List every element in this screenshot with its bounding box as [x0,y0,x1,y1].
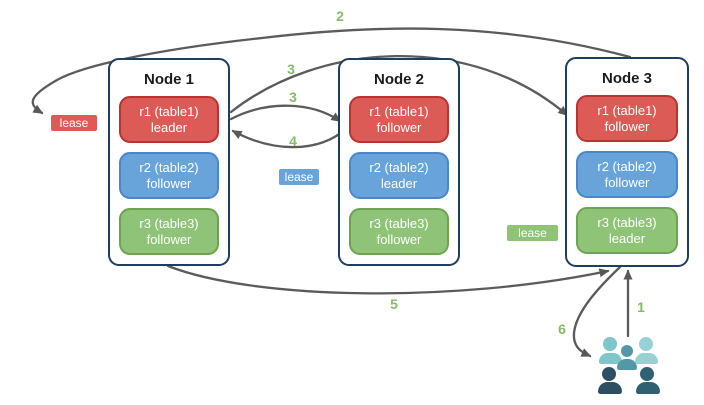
arrow-3-node2 [229,104,342,123]
step-3b-label: 3 [289,89,297,105]
replica-role-label: leader [380,175,418,191]
replica-role-label: follower [604,174,650,190]
replica-role-label: leader [608,230,646,246]
person-middle-body-icon [617,359,637,370]
lease-green-badge: lease [505,223,560,243]
node-3-replica-r1: r1 (table1)follower [576,95,678,142]
lease-blue-badge: lease [277,167,321,187]
node-1-title: Node 1 [143,71,194,88]
person-top-right-body-icon [635,353,658,364]
node-2-replica-r2: r2 (table2)leader [349,152,449,199]
arrow-5 [166,264,610,295]
replica-name-label: r3 (table3) [597,214,657,230]
replica-role-label: follower [376,119,422,135]
step-5-label: 5 [390,296,398,312]
replica-role-label: follower [376,231,422,247]
person-middle-head-icon [621,345,633,357]
replica-name-label: r1 (table1) [597,102,657,118]
replica-name-label: r3 (table3) [369,215,429,231]
node-3-replica-r3: r3 (table3)leader [576,207,678,254]
replica-name-label: r2 (table2) [597,158,657,174]
step-4-label: 4 [289,133,297,149]
node-1-replica-r1: r1 (table1)leader [119,96,219,143]
node-1-replica-r3: r3 (table3)follower [119,208,219,255]
step-6-label: 6 [558,321,566,337]
step-3a-label: 3 [287,61,295,77]
step-2-label: 2 [336,8,344,24]
replica-role-label: follower [604,118,650,134]
person-bottom-right-body-icon [636,382,660,394]
step-1-label: 1 [637,299,645,315]
replica-name-label: r2 (table2) [139,159,199,175]
replica-name-label: r1 (table1) [369,103,429,119]
lease-red-badge: lease [49,113,99,133]
person-top-right-head-icon [639,337,653,351]
node-2-replica-r3: r3 (table3)follower [349,208,449,255]
person-bottom-left-body-icon [598,382,622,394]
person-bottom-right-head-icon [640,367,654,381]
person-bottom-left-head-icon [602,367,616,381]
person-top-left-body-icon [599,353,622,364]
replica-name-label: r3 (table3) [139,215,199,231]
person-top-left-head-icon [603,337,617,351]
replica-role-label: follower [146,231,192,247]
replica-name-label: r1 (table1) [139,103,199,119]
node-2-replica-r1: r1 (table1)follower [349,96,449,143]
replica-role-label: leader [150,119,188,135]
node-3-replica-r2: r2 (table2)follower [576,151,678,198]
node-1-replica-r2: r2 (table2)follower [119,152,219,199]
node-2-title: Node 2 [373,71,424,88]
replica-role-label: follower [146,175,192,191]
replica-name-label: r2 (table2) [369,159,429,175]
node-3-title: Node 3 [601,70,652,87]
